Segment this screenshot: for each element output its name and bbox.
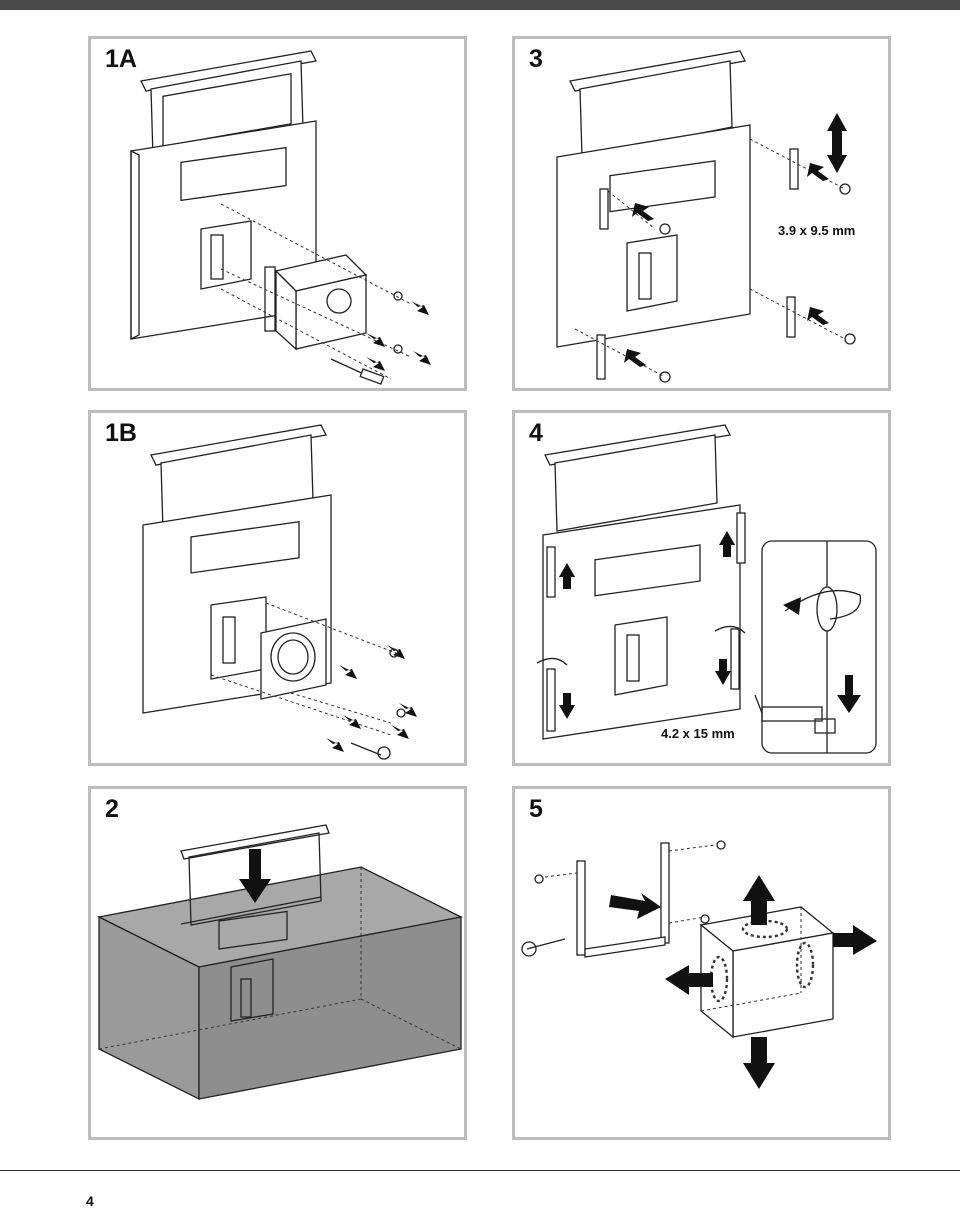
screw-icon xyxy=(389,648,399,658)
screwdriver-icon xyxy=(350,742,382,756)
panel-label: 5 xyxy=(529,795,543,823)
panel-1a: 1A xyxy=(88,36,467,391)
screw-icon xyxy=(393,291,403,354)
hood-wall-box-illustration xyxy=(130,50,431,385)
panel-4: 4 4.2 x 15 mm xyxy=(512,410,891,766)
screw-spec: 4.2 x 15 mm xyxy=(661,726,735,741)
arrow-icon xyxy=(609,893,661,919)
panel-label: 1A xyxy=(105,45,137,73)
screw-spec: 3.9 x 9.5 mm xyxy=(778,223,856,238)
bracket-icon xyxy=(576,842,670,958)
arrow-icon xyxy=(411,301,429,315)
screwdriver-icon xyxy=(526,938,566,950)
panel-2: 2 xyxy=(88,786,467,1140)
hood-wall-flange-illustration xyxy=(142,424,417,760)
motor-orientation-illustration xyxy=(521,840,877,1089)
panel-label: 4 xyxy=(529,419,543,447)
panel-5: 5 xyxy=(512,786,891,1140)
top-bar xyxy=(0,0,960,10)
bracket-icon xyxy=(596,148,799,380)
panel-label: 3 xyxy=(529,45,543,73)
cabinet-insert-illustration xyxy=(96,824,464,1101)
panel-label: 1B xyxy=(105,419,137,447)
panel-3: 3 3.9 x 9.5 mm xyxy=(512,36,891,391)
screw-icon xyxy=(534,874,544,884)
page-number: 4 xyxy=(86,1193,94,1209)
height-adjust-illustration xyxy=(536,424,877,754)
arrow-icon xyxy=(827,113,847,173)
bracket-mounting-illustration xyxy=(556,50,856,383)
panel-label: 2 xyxy=(105,795,119,823)
arrow-icon xyxy=(837,675,861,713)
footer-rule xyxy=(0,1170,960,1171)
screwdriver-icon xyxy=(330,358,367,376)
panel-1b: 1B xyxy=(88,410,467,766)
arrow-icon xyxy=(239,849,271,903)
screw-icon xyxy=(839,183,851,195)
arrow-icon xyxy=(387,645,405,659)
arrow-icon xyxy=(559,563,575,589)
